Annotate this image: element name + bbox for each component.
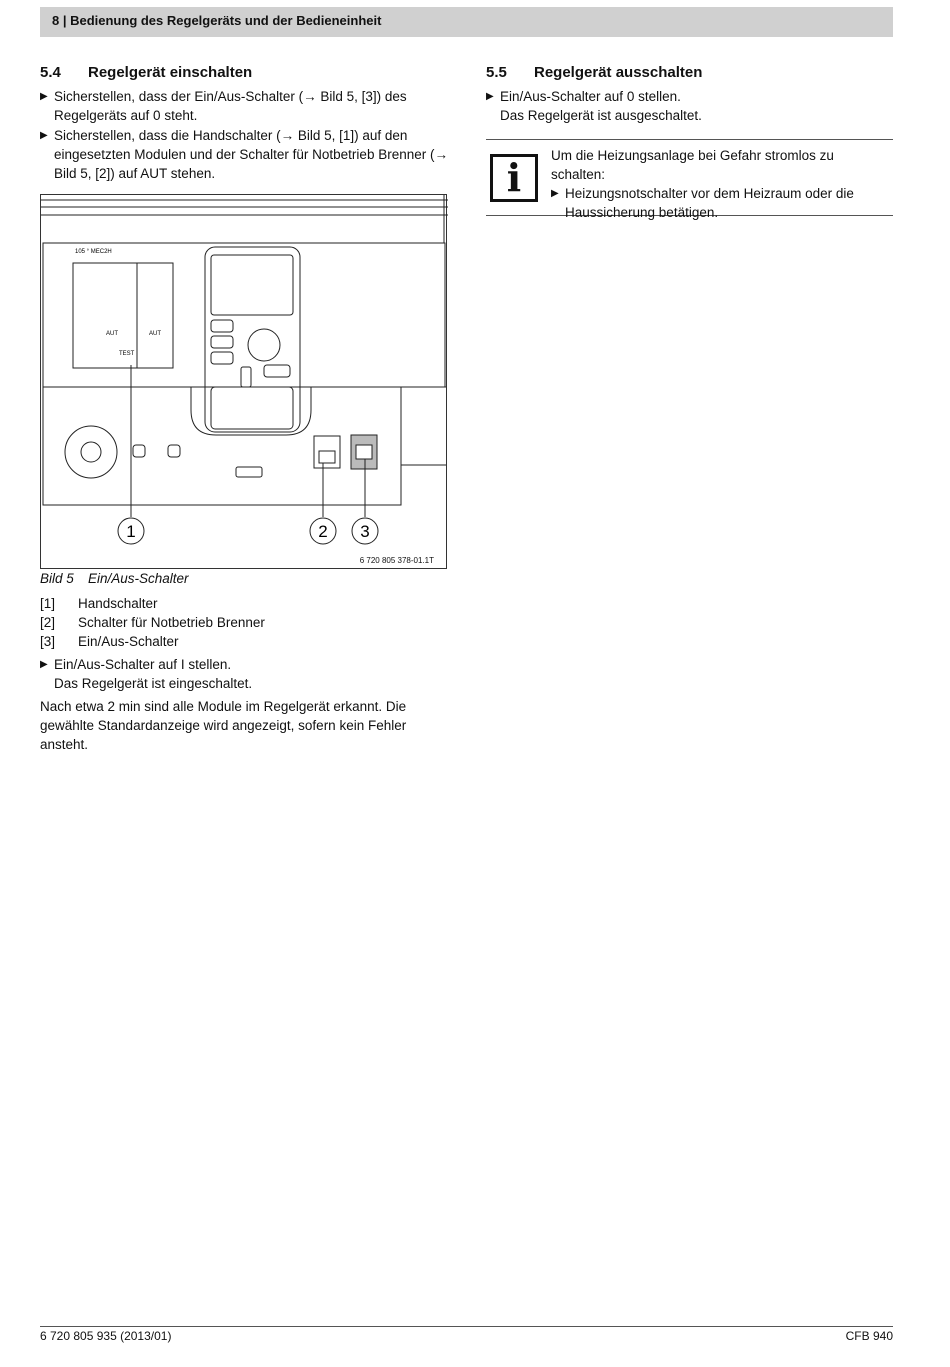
instruction-item: ▶ Ein/Aus-Schalter auf I stellen. Das Re… [40,657,253,691]
dial-label-aut-2: AUT [149,331,161,337]
section-5-4: 5.4 Regelgerät einschalten ▶ Sicherstell… [40,64,450,184]
instruction-item: ▶ Sicherstellen, dass die Handschalter (… [40,128,448,181]
footer-doc-number: 6 720 805 935 (2013/01) [40,1329,172,1343]
section-heading: 5.5 Regelgerät ausschalten [486,64,703,81]
bullet-arrow-icon: ▶ [40,659,48,670]
instruction-item: ▶ Ein/Aus-Schalter auf 0 stellen. Das Re… [486,89,702,123]
bullet-arrow-icon: ▶ [486,91,494,102]
page-header: 8 | Bedienung des Regelgeräts und der Be… [40,7,893,37]
info-icon: i [490,154,538,202]
info-lead: Um die Heizungsanlage bei Gefahr stromlo… [551,148,834,182]
info-box: i Um die Heizungsanlage bei Gefahr strom… [486,139,893,220]
dial-label-aut-1: AUT [106,331,118,337]
bullet-arrow-icon: ▶ [40,130,48,141]
switch-on-step: ▶ Ein/Aus-Schalter auf I stellen. Das Re… [40,655,450,694]
section-heading: 5.4 Regelgerät einschalten [40,64,253,81]
callout-2: 2 [318,522,327,541]
instruction-item: ▶ Sicherstellen, dass der Ein/Aus-Schalt… [40,89,407,123]
section-5-5: 5.5 Regelgerät ausschalten ▶ Ein/Aus-Sch… [486,64,893,126]
callout-3: 3 [360,522,369,541]
page-header-title: 8 | Bedienung des Regelgeräts und der Be… [52,13,382,28]
legend-item: [3]Ein/Aus-Schalter [40,634,179,649]
footer-divider [40,1326,893,1327]
module-label: 105 ° MEC2H [75,249,112,255]
control-unit-drawing: 1 2 3 105 ° MEC2H AUT AUT TEST [41,195,448,545]
dial-label-test: TEST [119,351,135,357]
bullet-arrow-icon: ▶ [551,188,559,199]
instruction-item: ▶ Heizungsnotschalter vor dem Heizraum o… [551,186,854,220]
callout-1: 1 [126,522,135,541]
legend-item: [2]Schalter für Notbetrieb Brenner [40,615,265,630]
control-unit-figure: 1 2 3 105 ° MEC2H AUT AUT TEST 6 720 805… [40,194,448,569]
figure-legend: [1]Handschalter [2]Schalter für Notbetri… [40,594,265,651]
legend-item: [1]Handschalter [40,596,158,611]
figure-code: 6 720 805 378-01.1T [359,556,434,565]
footer-product: CFB 940 [845,1329,893,1343]
startup-note: Nach etwa 2 min sind alle Module im Rege… [40,699,407,752]
bullet-arrow-icon: ▶ [40,91,48,102]
